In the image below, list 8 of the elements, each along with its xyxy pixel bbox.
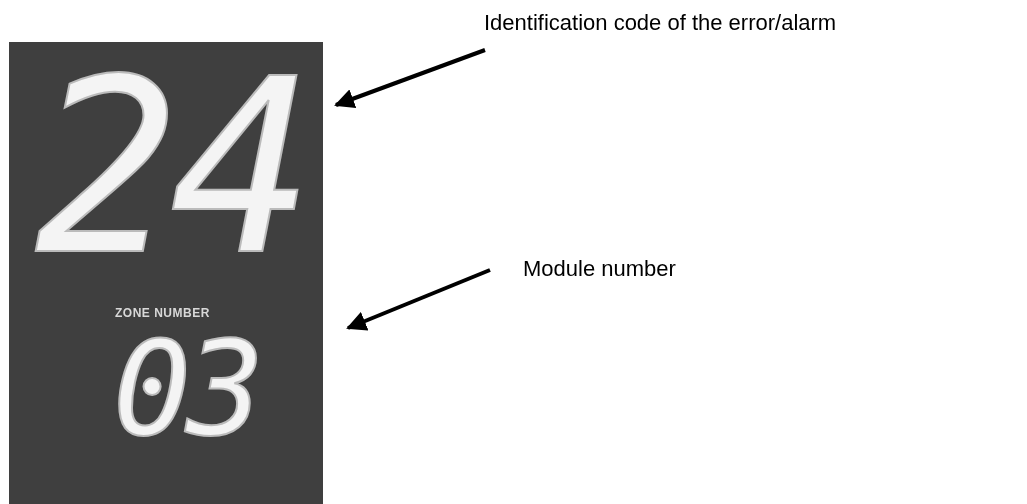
callout-text: Identification code of the error/alarm — [484, 10, 837, 36]
display-caption: ZONE NUMBER — [115, 306, 210, 320]
callout-text: Module number — [523, 256, 676, 282]
arrow — [334, 48, 486, 109]
arrow — [346, 268, 491, 331]
seven-segment-digits: 24 — [35, 48, 305, 288]
display-panel — [9, 42, 323, 504]
seven-segment-digits: 03 — [113, 324, 260, 454]
